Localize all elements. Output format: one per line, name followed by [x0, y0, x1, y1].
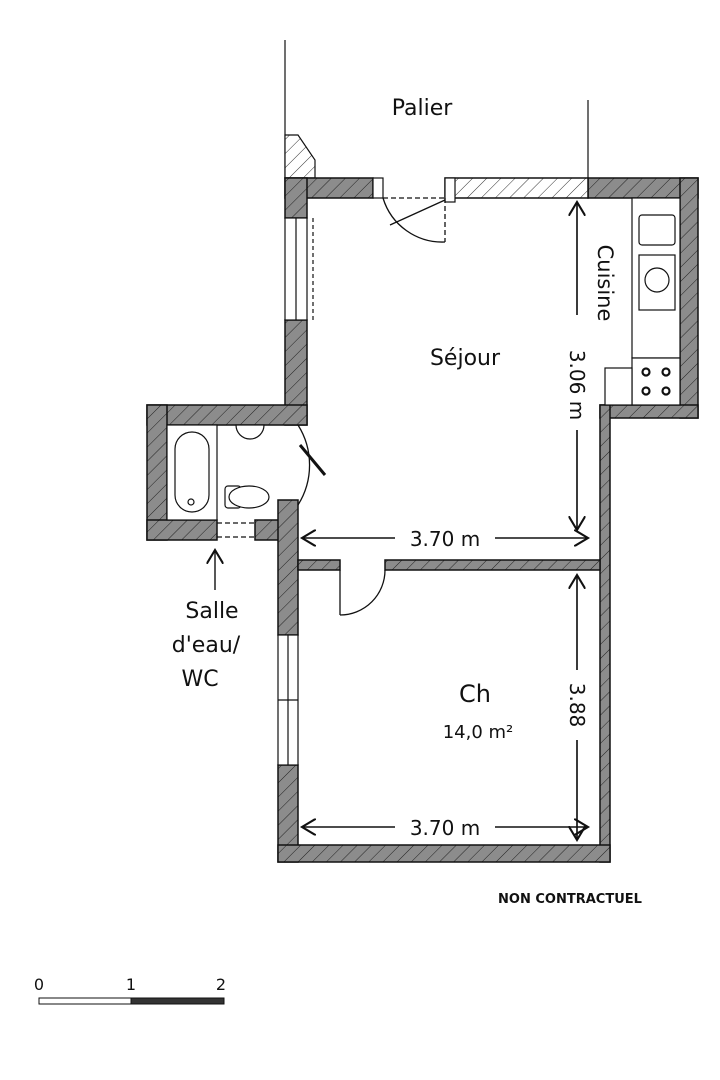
scale-tick-1: 1 — [126, 975, 136, 994]
room-area-bedroom: 14,0 m² — [443, 722, 514, 743]
scale-tick-0: 0 — [34, 975, 44, 994]
wall-bath-bottom-left — [146, 519, 218, 541]
doors — [217, 197, 446, 616]
partition-lightweight — [444, 177, 589, 199]
scale-tick-2: 2 — [216, 975, 226, 994]
dimension-living-depth: 3.06 m — [565, 350, 589, 420]
wall-bottom — [277, 844, 611, 863]
wall-left-living-top — [284, 177, 308, 219]
dimension-bedroom-depth: 3.88 — [565, 683, 589, 728]
room-label-living: Séjour — [430, 346, 501, 371]
scale-bar: 0 1 2 — [34, 975, 226, 1005]
wall-bedroom-left — [277, 499, 299, 636]
room-label-kitchen: Cuisine — [593, 245, 617, 322]
dimension-bedroom-width: 3.70 m — [410, 816, 480, 840]
kitchen-sink — [638, 214, 676, 246]
disclaimer-text: NON CONTRACTUEL — [498, 892, 642, 907]
wall-kitchen-bottom — [599, 404, 699, 419]
toilet-bowl — [228, 485, 270, 509]
cooktop — [631, 357, 681, 406]
bathroom-fixtures — [166, 424, 270, 521]
wall-bath-top — [146, 404, 308, 426]
windows — [277, 177, 456, 766]
room-label-bathroom-3: WC — [181, 667, 218, 692]
room-label-bathroom-1: Salle — [185, 599, 238, 624]
wall-right — [599, 404, 611, 863]
room-label-landing: Palier — [392, 96, 454, 121]
partition-left — [297, 559, 341, 571]
partition-right — [384, 559, 601, 571]
kitchen-fixtures — [604, 197, 681, 406]
wall-right-kitchen — [679, 177, 699, 419]
room-label-bedroom: Ch — [459, 680, 491, 708]
walls — [146, 177, 699, 863]
room-label-bathroom-2: d'eau/ — [172, 633, 241, 658]
dimension-living-width: 3.70 m — [410, 527, 480, 551]
landing-lines — [284, 40, 589, 179]
sink — [235, 424, 265, 440]
